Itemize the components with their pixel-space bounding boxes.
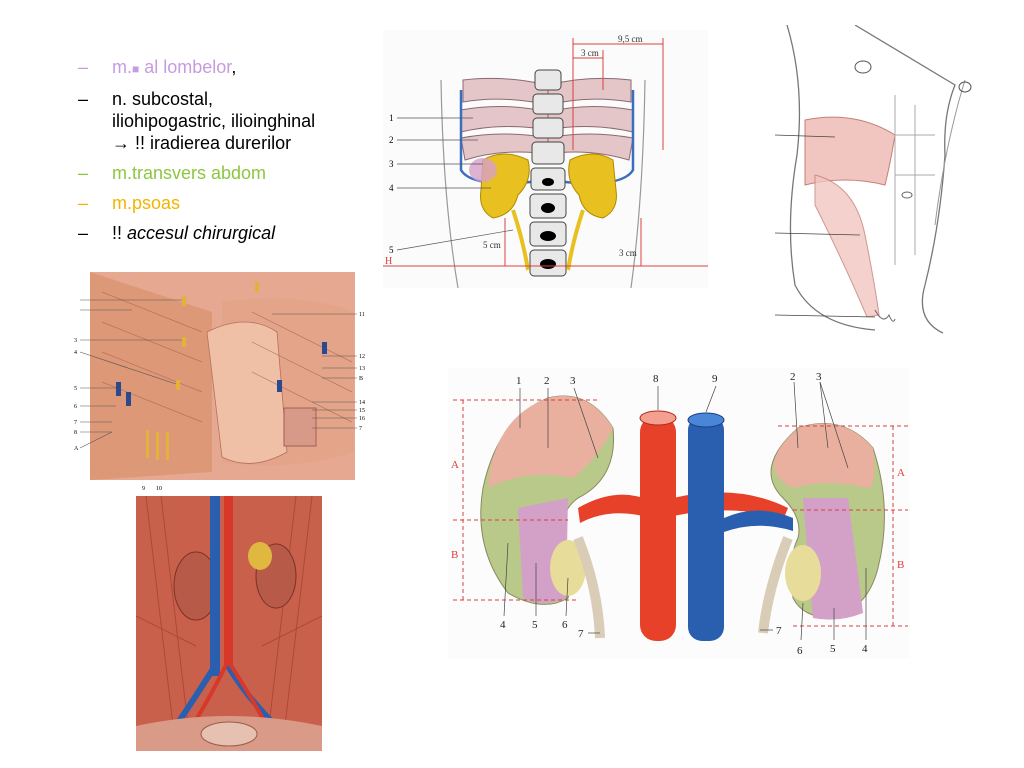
bullet-dash: – xyxy=(78,57,89,77)
bullet-dash: – xyxy=(78,89,89,109)
measure-right: 3 cm xyxy=(619,248,637,258)
kidney-label-3r: 3 xyxy=(816,371,822,383)
back-label-13: 13 xyxy=(359,366,365,372)
back-label-16: 16 xyxy=(359,416,365,422)
bullet-transvers: – m.transvers abdom xyxy=(78,162,378,184)
arrow-right-icon: → xyxy=(112,133,130,153)
kidney-label-2: 2 xyxy=(544,375,550,387)
label-1: 1 xyxy=(389,113,394,123)
h-line-label: H xyxy=(385,256,392,267)
bullet-lombelor: – m.■ al lombelor, xyxy=(78,56,378,80)
back-label-7: 7 xyxy=(74,420,77,426)
bullet-text: m.psoas xyxy=(112,193,181,213)
zone-label-b-right: B xyxy=(897,559,904,571)
bullet-text: accesul chirurgical xyxy=(127,223,276,243)
back-label-4: 4 xyxy=(74,350,77,356)
back-label-3: 3 xyxy=(74,338,77,344)
kidney-label-9: 9 xyxy=(712,373,718,385)
bullet-line-3: !! iradierea durerilor xyxy=(130,133,292,153)
label-3: 3 xyxy=(389,159,394,169)
kidney-label-4: 4 xyxy=(500,619,506,631)
back-label-12: 12 xyxy=(359,354,365,360)
bullet-suffix: , xyxy=(231,57,237,77)
back-label-15: 15 xyxy=(359,408,365,414)
back-label-14: 14 xyxy=(359,400,365,406)
label-4: 4 xyxy=(389,183,394,193)
back-label-11: 11 xyxy=(359,312,365,318)
kidney-label-6r: 6 xyxy=(797,645,803,657)
square-glyph-icon: ■ xyxy=(132,62,140,76)
measure-left: 5 cm xyxy=(483,240,501,250)
kidney-vessels-figure: 1 2 3 8 9 2 3 4 5 6 6 5 4 7 7 A B A B xyxy=(448,368,910,658)
back-label-10: 10 xyxy=(156,486,162,492)
ureter-label-right: 7 xyxy=(776,625,782,637)
retroperitoneal-figure xyxy=(136,496,322,751)
kidney-label-2r: 2 xyxy=(790,371,796,383)
back-label-b: B xyxy=(359,376,363,382)
bullet-dash: – xyxy=(78,223,89,243)
back-label-6: 6 xyxy=(74,404,77,410)
bullet-text: m.transvers abdom xyxy=(112,163,267,183)
bullet-psoas: – m.psoas xyxy=(78,192,378,214)
kidney-label-5r: 5 xyxy=(830,643,836,655)
measure-mid: 3 cm xyxy=(581,48,599,58)
bullet-nerves: – n. subcostal, iliohipogastric, ilioing… xyxy=(78,88,378,154)
bullet-dash: – xyxy=(78,163,89,183)
kidney-label-4r: 4 xyxy=(862,643,868,655)
kidney-label-8: 8 xyxy=(653,373,659,385)
measure-top: 9,5 cm xyxy=(618,34,643,44)
back-label-9: 9 xyxy=(142,486,145,492)
back-label-a: A xyxy=(74,446,79,452)
bullet-acces: – !! accesul chirurgical xyxy=(78,222,378,244)
label-2: 2 xyxy=(389,135,394,145)
back-label-7r: 7 xyxy=(359,426,362,432)
spine-kidney-figure: 9,5 cm 3 cm 5 cm 3 cm H 1 2 3 4 5 xyxy=(383,30,708,288)
label-5: 5 xyxy=(389,245,394,255)
torso-side-figure xyxy=(775,25,975,335)
bullet-dash: – xyxy=(78,193,89,213)
bullet-text: al lombelor xyxy=(139,57,232,77)
bullet-line-2: iliohipogastric, ilioinghinal xyxy=(112,111,316,131)
kidney-label-6: 6 xyxy=(562,619,568,631)
zone-label-a-right: A xyxy=(897,467,905,479)
bullet-prefix: m. xyxy=(112,57,132,77)
bullet-line-1: n. subcostal, xyxy=(112,89,214,109)
kidney-label-1: 1 xyxy=(516,375,522,387)
ureter-label-left: 7 xyxy=(578,628,584,640)
bullet-list: – m.■ al lombelor, – n. subcostal, ilioh… xyxy=(78,56,378,252)
bullet-prefix: !! xyxy=(112,223,128,243)
zone-label-b-left: B xyxy=(451,549,458,561)
back-muscles-figure: 3 4 5 6 7 8 A 11 12 13 B 14 15 16 7 9 10 xyxy=(72,272,372,492)
kidney-label-5: 5 xyxy=(532,619,538,631)
kidney-label-3: 3 xyxy=(570,375,576,387)
back-label-5: 5 xyxy=(74,386,77,392)
zone-label-a-left: A xyxy=(451,459,459,471)
back-label-8: 8 xyxy=(74,430,77,436)
